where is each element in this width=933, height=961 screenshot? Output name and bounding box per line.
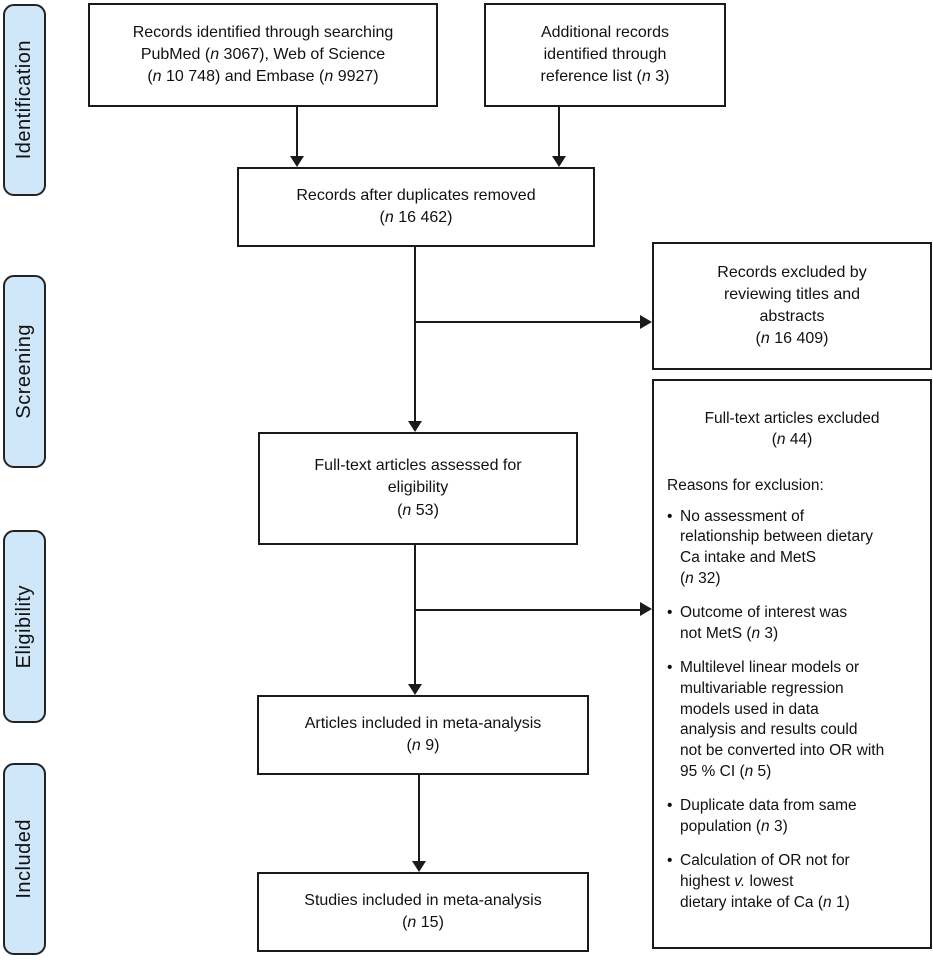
connector-additional-to-duplicates: [558, 107, 560, 157]
connector-to-fulltext-excluded: [414, 609, 640, 611]
bullet-icon: •: [667, 852, 673, 870]
arrowhead-right-icon: [640, 602, 652, 616]
box-duplicates-removed-text: Records after duplicates removed(n 16 46…: [296, 186, 536, 226]
stage-label-identification: Identification: [3, 4, 46, 196]
arrowhead-down-icon: [290, 156, 304, 167]
fulltext-excluded-title: Full-text articles excluded(n 44): [704, 410, 880, 448]
box-studies-included-text: Studies included in meta-analysis(n 15): [304, 891, 542, 931]
bullet-icon: •: [667, 797, 673, 815]
box-studies-included: Studies included in meta-analysis(n 15): [257, 872, 589, 952]
arrowhead-down-icon: [552, 156, 566, 167]
bullet-icon: •: [667, 507, 673, 525]
stage-label-included-text: Included: [13, 819, 35, 899]
arrowhead-down-icon: [408, 421, 422, 432]
connector-duplicates-to-fulltext: [414, 247, 416, 422]
connector-fulltext-to-articles: [414, 545, 416, 685]
bullet-icon: •: [667, 604, 673, 622]
stage-label-eligibility: Eligibility: [3, 530, 46, 723]
stage-label-included: Included: [3, 763, 46, 955]
stage-label-screening-text: Screening: [13, 324, 35, 419]
box-duplicates-removed: Records after duplicates removed(n 16 46…: [237, 167, 595, 247]
box-articles-included-text: Articles included in meta-analysis(n 9): [304, 714, 542, 754]
reasons-for-exclusion-label: Reasons for exclusion:: [667, 477, 824, 495]
bullet-icon: •: [667, 659, 673, 677]
stage-label-identification-text: Identification: [13, 40, 35, 160]
arrowhead-right-icon: [640, 315, 652, 329]
box-fulltext-excluded: Full-text articles excluded(n 44) Reason…: [652, 379, 932, 949]
stage-label-eligibility-text: Eligibility: [13, 584, 35, 669]
box-articles-included: Articles included in meta-analysis(n 9): [257, 695, 589, 775]
connector-to-excluded-titles: [414, 321, 640, 323]
connector-articles-to-studies: [418, 775, 420, 862]
arrowhead-down-icon: [412, 861, 426, 872]
connector-identified-to-duplicates: [296, 107, 298, 157]
stage-label-screening: Screening: [3, 275, 46, 468]
arrowhead-down-icon: [408, 684, 422, 695]
